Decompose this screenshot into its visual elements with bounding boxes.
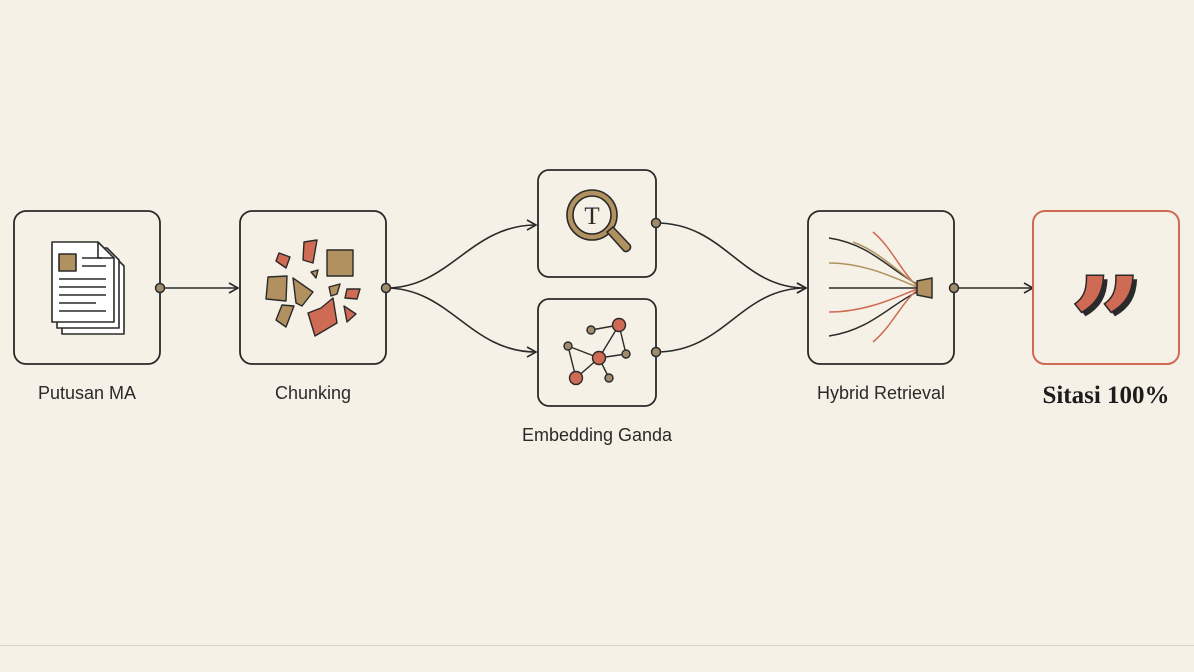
port-dot — [154, 282, 166, 294]
svg-text:”: ” — [1069, 248, 1144, 401]
port-dot — [380, 282, 392, 294]
port-dot — [650, 346, 662, 358]
documents-icon — [51, 241, 125, 335]
sitasi-node-box — [1032, 210, 1180, 365]
retrieval-label: Hybrid Retrieval — [816, 383, 946, 403]
fragments-icon — [265, 239, 361, 337]
port-dot — [650, 217, 662, 229]
connectors — [160, 219, 1035, 358]
quote-icon: ” ” — [1068, 247, 1148, 405]
network-graph-icon — [563, 317, 631, 386]
connector-chunking-text-embedding — [385, 219, 538, 289]
search-text-icon: T — [566, 189, 632, 253]
chunking-node-box — [239, 210, 387, 365]
port-dots — [154, 217, 960, 358]
putusan-label: Putusan MA — [37, 383, 137, 403]
connector-chunking-graph-embedding — [385, 287, 538, 358]
port-dot — [948, 282, 960, 294]
funnel-icon — [828, 231, 933, 343]
connector-graph-embedding-retrieval — [655, 282, 808, 353]
svg-text:”: ” — [1073, 252, 1148, 405]
connector-text-embedding-retrieval — [655, 222, 808, 294]
chunking-label: Chunking — [274, 383, 352, 403]
bottom-divider — [0, 645, 1194, 646]
sitasi-label: Sitasi 100% — [1042, 382, 1170, 409]
text-icon-letter: T — [584, 203, 599, 230]
embedding-label: Embedding Ganda — [521, 425, 673, 445]
